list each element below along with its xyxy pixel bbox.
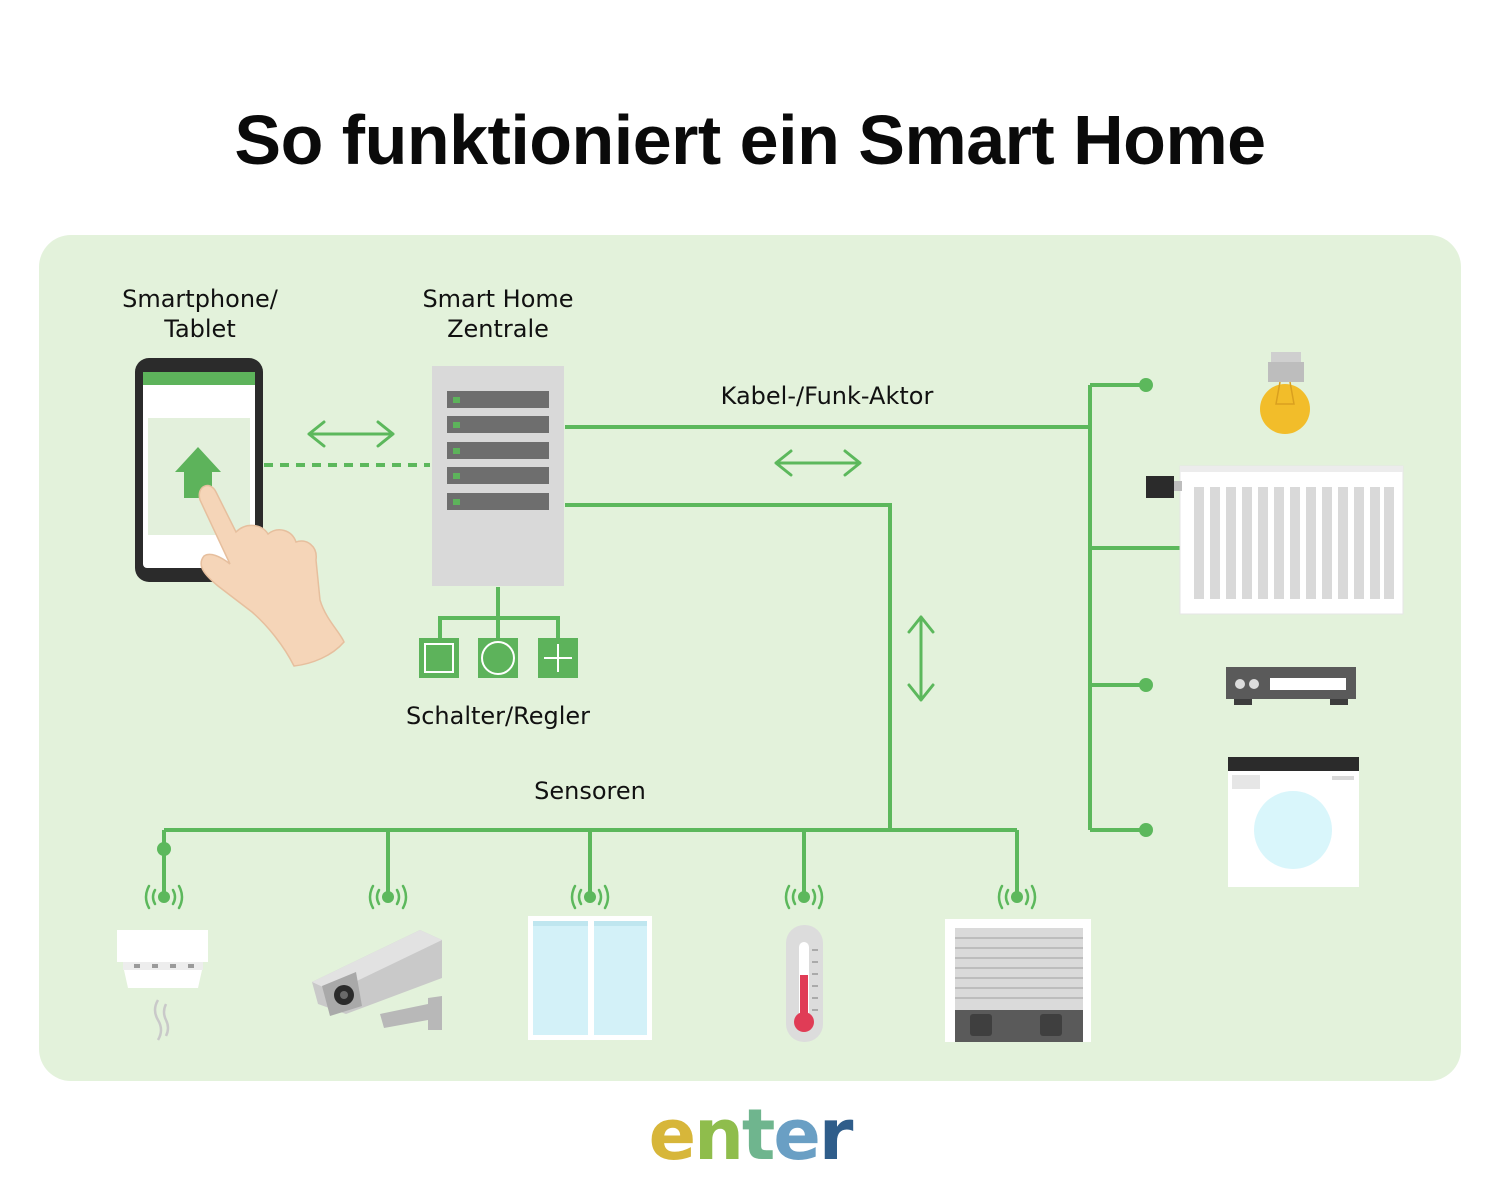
connection-dots <box>157 378 1153 903</box>
switches-label: Schalter/Regler <box>405 702 591 730</box>
page-title: So funktioniert ein Smart Home <box>234 101 1266 179</box>
washing-machine-icon <box>1228 757 1359 887</box>
sensor-line <box>565 503 892 830</box>
node-dot <box>1139 378 1153 392</box>
node-dot <box>382 891 394 903</box>
window-icon <box>528 916 652 1040</box>
switch-connector <box>438 587 560 638</box>
roller-shutter-icon <box>945 919 1091 1042</box>
light-bulb-icon <box>1260 352 1310 434</box>
wireless-signal-icon <box>997 884 1037 910</box>
wireless-signal-icon <box>144 884 184 910</box>
smartphone-label-line1: Smartphone/ <box>122 285 278 313</box>
node-dot <box>584 891 596 903</box>
node-dot <box>1139 823 1153 837</box>
brand-letter: t <box>741 1094 775 1176</box>
node-dot <box>1011 891 1023 903</box>
brand-logo: enter <box>0 1095 1500 1175</box>
bidirectional-arrow-icon <box>907 615 935 702</box>
diagram-panel <box>39 235 1461 1081</box>
node-dot <box>157 842 171 856</box>
smoke-detector-icon <box>117 930 208 1041</box>
switch-round-icon <box>478 638 518 678</box>
brand-letter: e <box>648 1094 697 1176</box>
smartphone-label-line2: Tablet <box>164 315 236 343</box>
thermometer-icon <box>786 925 823 1042</box>
receiver-icon <box>1226 667 1356 705</box>
hub-label-line2: Zentrale <box>447 315 549 343</box>
smartphone-label: Smartphone/ Tablet <box>100 284 300 344</box>
sensors-label: Sensoren <box>534 777 646 805</box>
hub-label-line1: Smart Home <box>422 285 574 313</box>
hub-label: Smart Home Zentrale <box>398 284 598 344</box>
switch-square-icon <box>419 638 459 678</box>
wireless-signal-icon <box>784 884 824 910</box>
node-dot <box>1139 678 1153 692</box>
pointing-hand-icon <box>198 484 345 667</box>
wireless-signal-icon <box>570 884 610 910</box>
wireless-signal-icon <box>368 884 408 910</box>
brand-letter: r <box>818 1094 854 1176</box>
thermostat-head-icon <box>1146 476 1174 498</box>
brand-letter: e <box>773 1094 821 1176</box>
bidirectional-arrow-icon <box>774 449 862 477</box>
radiator-icon <box>1146 465 1404 615</box>
node-dot <box>158 891 170 903</box>
actuator-label: Kabel-/Funk-Aktor <box>720 382 934 410</box>
switch-plus-icon <box>538 638 578 678</box>
connection-lines <box>162 383 1182 895</box>
server-icon <box>432 366 564 586</box>
bidirectional-arrow-icon <box>307 420 395 448</box>
security-camera-icon <box>312 930 442 1030</box>
brand-letter: n <box>694 1094 744 1176</box>
node-dot <box>798 891 810 903</box>
